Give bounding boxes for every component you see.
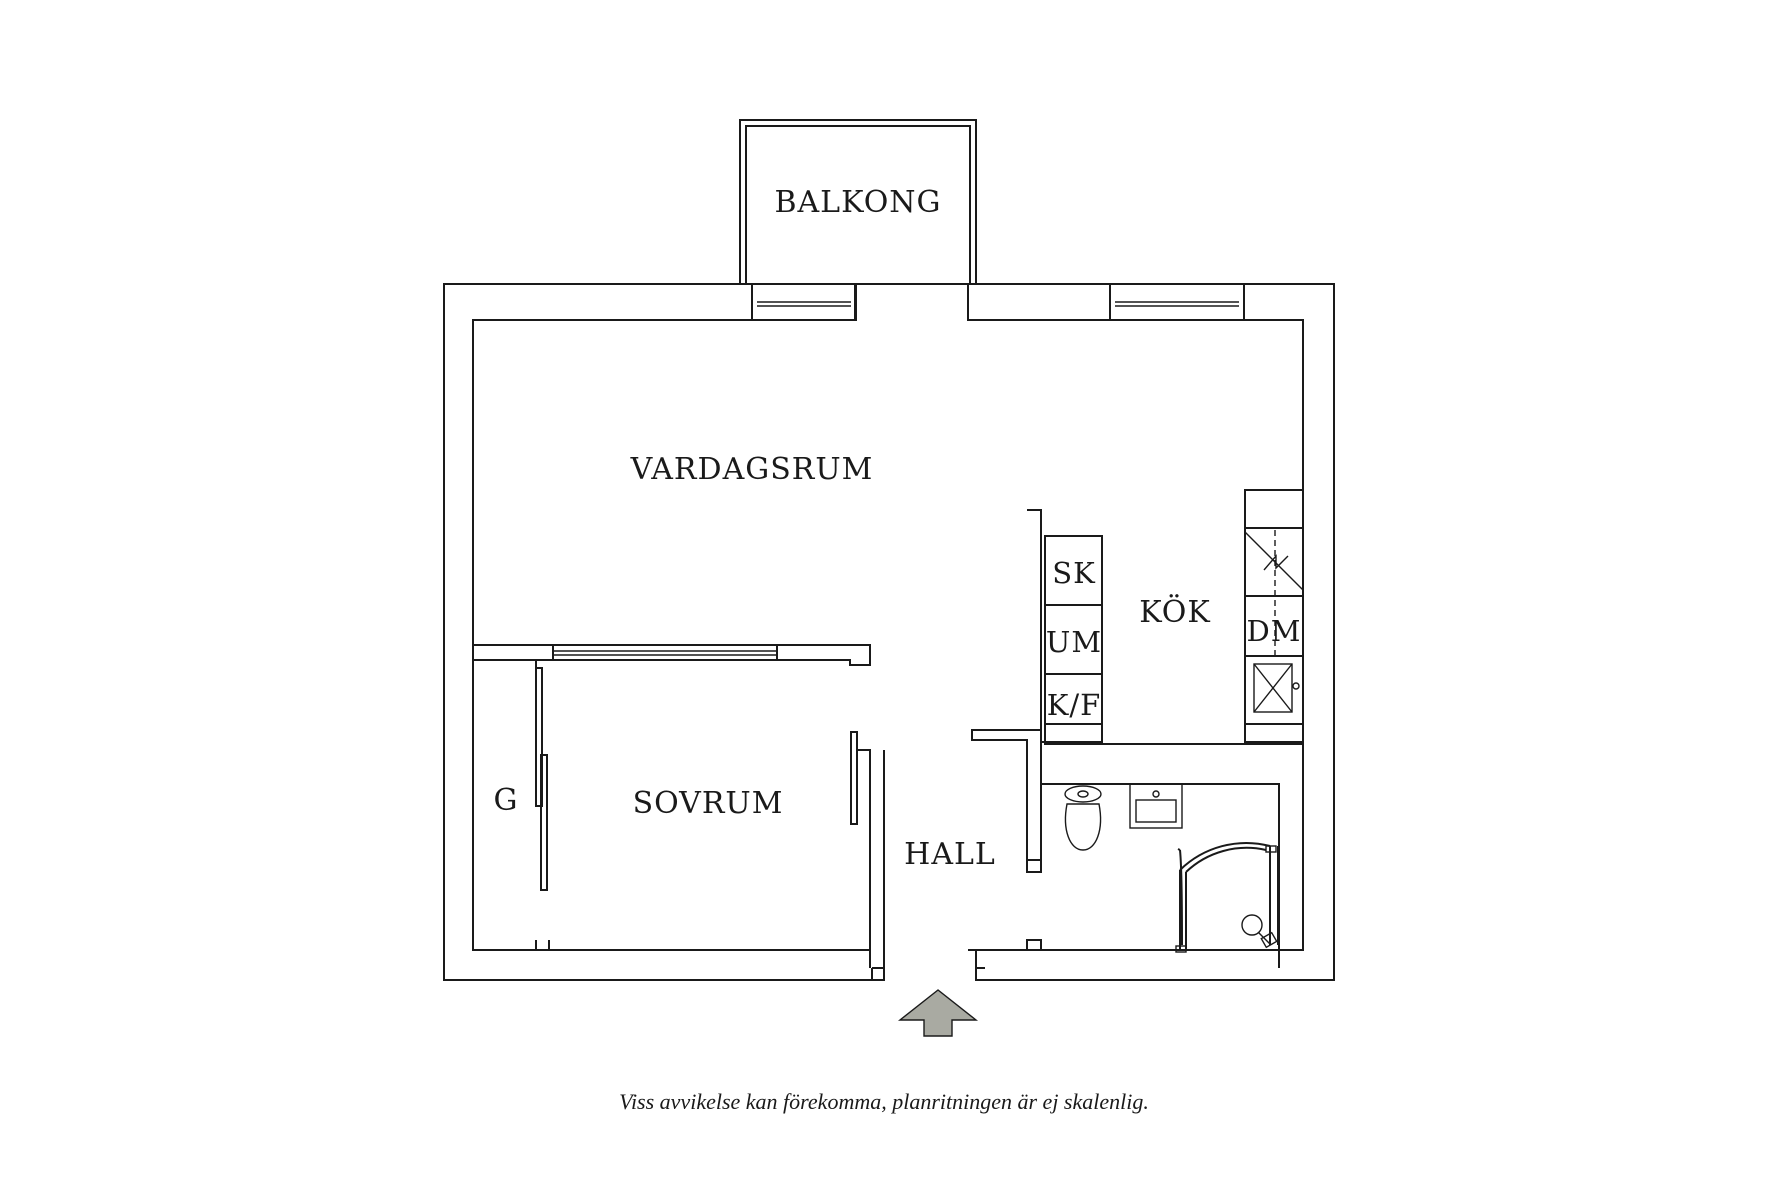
sink-icon (1253, 663, 1300, 713)
stove-icon (1263, 554, 1289, 571)
sink-icon (1129, 783, 1183, 829)
appliance-label-um: UM (1046, 625, 1102, 659)
room-label-hall: HALL (904, 837, 996, 872)
window-icon (1109, 283, 1245, 321)
shower-icon (1175, 842, 1279, 953)
kitchen-cabinets-left (1044, 535, 1103, 743)
appliance-label-sk: SK (1052, 556, 1096, 590)
balcony (739, 119, 977, 285)
room-label-vardagsrum: VARDAGSRUM (630, 452, 874, 487)
appliance-label-kf: K/F (1047, 688, 1102, 722)
room-label-balkong: BALKONG (774, 185, 941, 220)
room-label-garderob: G (494, 783, 519, 818)
room-label-sovrum: SOVRUM (633, 786, 784, 821)
appliance-label-dm: DM (1247, 614, 1302, 648)
window-icon (751, 283, 857, 321)
room-label-kok: KÖK (1139, 594, 1211, 630)
kitchen-counter-right (1244, 489, 1304, 743)
disclaimer-caption: Viss avvikelse kan förekomma, planritnin… (619, 1089, 1149, 1114)
bedroom-walls (473, 659, 885, 968)
bathroom-walls (1026, 783, 1280, 968)
toilet-icon (1064, 785, 1102, 851)
interior-wall-living (473, 644, 871, 666)
entrance-arrow-icon (897, 989, 979, 1037)
outer-walls (443, 283, 1335, 981)
